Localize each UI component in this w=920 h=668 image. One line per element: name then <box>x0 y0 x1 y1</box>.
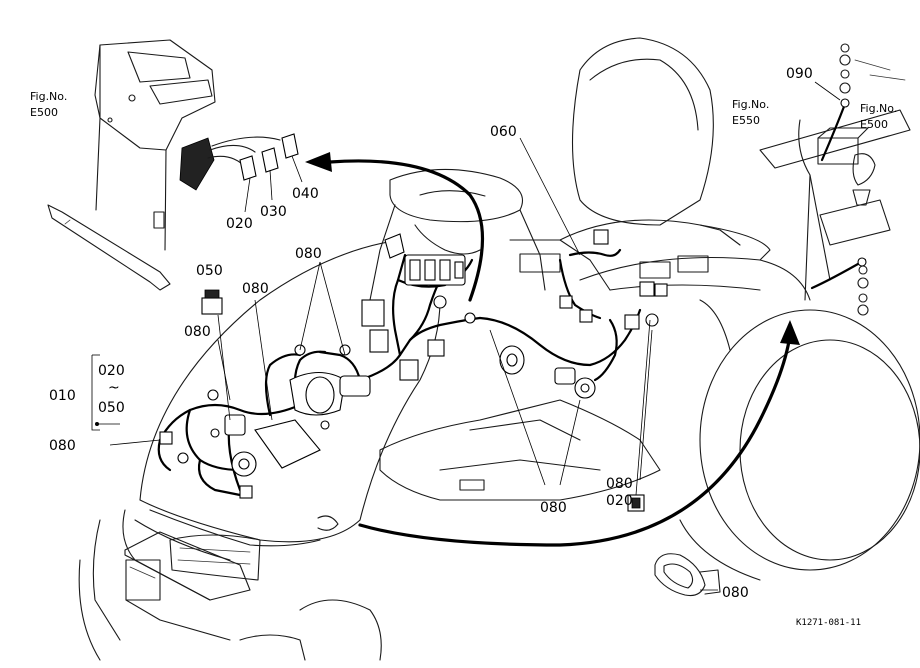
label-050-a: 050 <box>196 263 223 279</box>
fuse-set <box>179 133 303 213</box>
label-080-f: 080 <box>606 476 633 492</box>
figure-references: Fig.No. E500 Fig.No. E550 Fig.No. E500 <box>30 90 897 131</box>
fig-ref-left-label: Fig.No. <box>30 90 67 103</box>
fig-ref-right2-number: E500 <box>860 118 888 131</box>
fig-ref-right2-label: Fig.No. <box>860 102 897 115</box>
fig-ref-right1-number: E550 <box>732 114 760 127</box>
label-020-a: 020 <box>226 216 253 232</box>
label-range-050: 050 <box>98 400 125 416</box>
label-080-b: 080 <box>184 324 211 340</box>
label-060: 060 <box>490 124 517 140</box>
part-labels: 010 020 ~ 050 080 080 050 080 080 020 03… <box>49 66 813 601</box>
leader-lines <box>91 81 841 591</box>
label-080-a: 080 <box>49 438 76 454</box>
label-080-g: 080 <box>722 585 749 601</box>
right-bracket-assembly <box>759 43 911 316</box>
label-080-d: 080 <box>295 246 322 262</box>
fig-ref-left-number: E500 <box>30 106 58 119</box>
harness-components <box>159 229 721 597</box>
label-040: 040 <box>292 186 319 202</box>
label-080-e: 080 <box>540 500 567 516</box>
transfer-arrows <box>305 152 800 547</box>
tractor-body <box>78 37 920 661</box>
label-range-tilde: ~ <box>108 380 120 396</box>
label-020-b: 020 <box>606 493 633 509</box>
fig-ref-right1-label: Fig.No. <box>732 98 769 111</box>
drawing-code: K1271-081-11 <box>796 618 861 628</box>
left-bracket-assembly <box>47 39 216 291</box>
label-080-c: 080 <box>242 281 269 297</box>
label-030: 030 <box>260 204 287 220</box>
label-range-020: 020 <box>98 363 125 379</box>
label-010: 010 <box>49 388 76 404</box>
label-090: 090 <box>786 66 813 82</box>
